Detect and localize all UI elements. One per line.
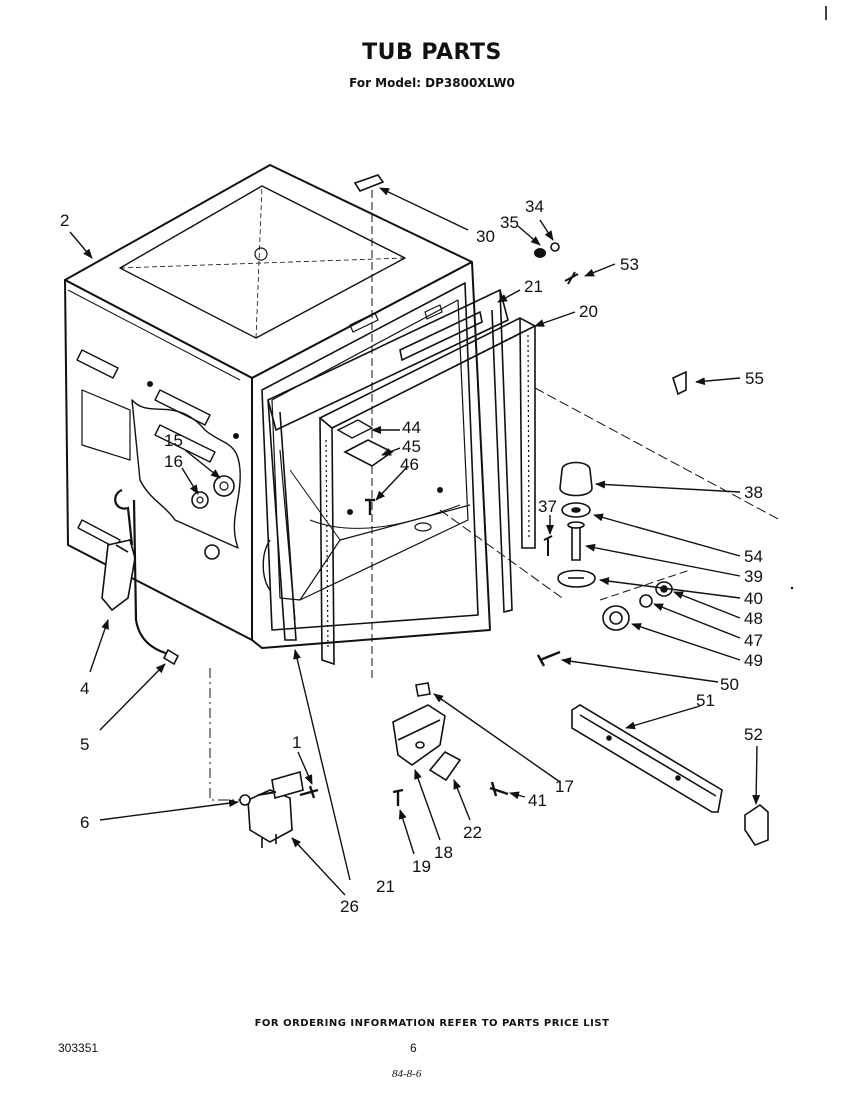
callout-20: 20 xyxy=(579,302,598,321)
washer-35-shape xyxy=(534,248,546,258)
ordering-note: FOR ORDERING INFORMATION REFER TO PARTS … xyxy=(254,1018,610,1029)
rail-51-shape xyxy=(571,704,723,813)
callout-38: 38 xyxy=(744,483,763,502)
callout-labels: 2 30 35 34 53 21 20 55 44 45 46 15 16 38… xyxy=(60,197,764,916)
callout-17: 17 xyxy=(555,777,574,796)
callout-6: 6 xyxy=(80,813,89,832)
nut-34-shape xyxy=(550,242,560,252)
clip-30-shape xyxy=(353,174,385,192)
clip-55-shape xyxy=(672,370,687,396)
callout-49: 49 xyxy=(744,651,763,670)
leader-line-lower xyxy=(439,509,566,601)
screw-46-shape xyxy=(365,498,375,515)
leader-arrows xyxy=(69,187,761,896)
callout-47: 47 xyxy=(744,631,763,650)
side-seal-20 xyxy=(318,310,537,666)
latch-52-shape xyxy=(744,803,769,846)
callout-48: 48 xyxy=(744,609,763,628)
page-title: TUB PARTS xyxy=(362,40,502,65)
callout-30: 30 xyxy=(476,227,495,246)
callout-45: 45 xyxy=(402,437,421,456)
callout-41: 41 xyxy=(528,791,547,810)
edge-dot xyxy=(790,586,794,590)
callout-21-lower: 21 xyxy=(376,877,395,896)
handwritten-date: 84-8-6 xyxy=(392,1068,422,1080)
callout-15: 15 xyxy=(164,431,183,450)
model-subtitle: For Model: DP3800XLW0 xyxy=(349,76,515,90)
drain-hose-assembly xyxy=(101,488,180,666)
callout-54: 54 xyxy=(744,547,763,566)
hose-connection-line xyxy=(209,668,240,801)
callout-53: 53 xyxy=(620,255,639,274)
callout-2: 2 xyxy=(60,211,69,230)
inlet-valve-assembly xyxy=(239,770,319,848)
callout-52: 52 xyxy=(744,725,763,744)
callout-55: 55 xyxy=(745,369,764,388)
float-switch-assembly xyxy=(392,682,509,806)
callout-40: 40 xyxy=(744,589,763,608)
callout-5: 5 xyxy=(80,735,89,754)
callout-44: 44 xyxy=(402,418,421,437)
callout-26: 26 xyxy=(340,897,359,916)
callout-34: 34 xyxy=(525,197,544,216)
bracket-45-shape xyxy=(343,439,394,467)
page-number: 6 xyxy=(410,1041,417,1055)
screw-53-shape xyxy=(564,271,579,285)
callout-16: 16 xyxy=(164,452,183,471)
callout-39: 39 xyxy=(744,567,763,586)
callout-22: 22 xyxy=(463,823,482,842)
callout-37: 37 xyxy=(538,497,557,516)
wash-arm-assembly xyxy=(543,461,596,588)
pump-fittings xyxy=(536,581,673,667)
callout-4: 4 xyxy=(80,679,89,698)
callout-35: 35 xyxy=(500,213,519,232)
door-gasket-21 xyxy=(267,288,513,641)
callout-1: 1 xyxy=(292,733,301,752)
callout-18: 18 xyxy=(434,843,453,862)
leader-line-bracket xyxy=(599,569,691,601)
callout-19: 19 xyxy=(412,857,431,876)
document-number: 303351 xyxy=(58,1041,99,1055)
callout-21-upper: 21 xyxy=(524,277,543,296)
callout-50: 50 xyxy=(720,675,739,694)
callout-51: 51 xyxy=(696,691,715,710)
leader-line-long xyxy=(534,387,781,521)
callout-46: 46 xyxy=(400,455,419,474)
